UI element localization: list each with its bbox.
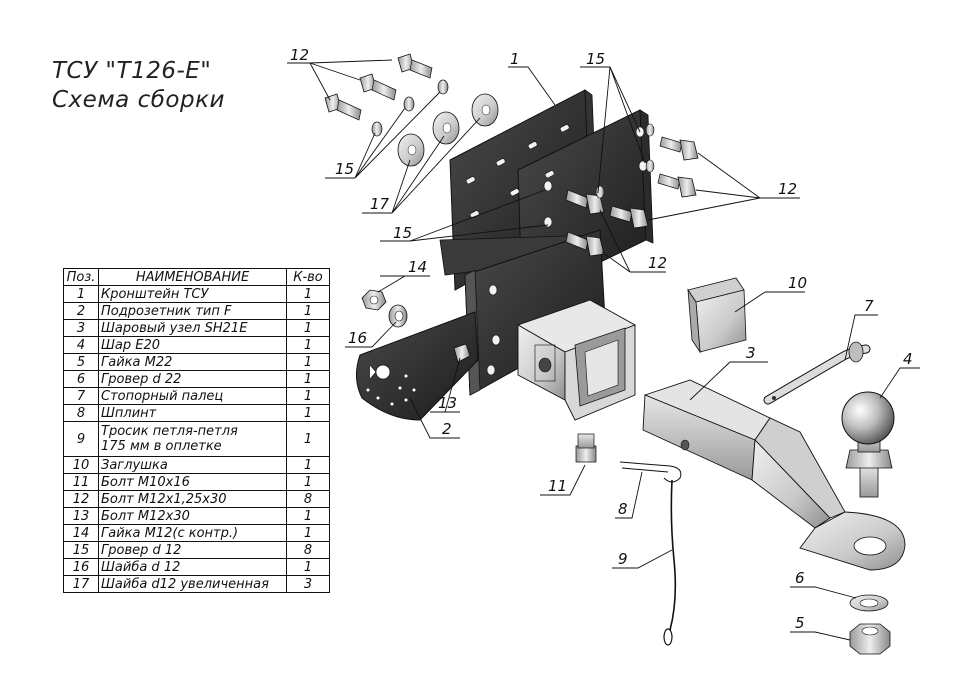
cell-pos: 9	[63, 421, 99, 457]
grover-part-15	[437, 79, 449, 95]
callout-5: 5	[795, 614, 805, 632]
grover-part-15	[403, 96, 415, 112]
bolt-part-13	[453, 343, 471, 363]
bolt-part-11	[575, 433, 597, 463]
tow-ball-part-4	[841, 391, 895, 498]
plug-part-10	[687, 277, 747, 354]
callout-1: 1	[510, 50, 520, 68]
grover-part-15	[371, 121, 383, 137]
bolt-set-upper-left	[324, 53, 499, 167]
callout-12-mid: 12	[648, 254, 667, 272]
drawing-title: ТСУ "Т126-Е"	[52, 58, 212, 84]
callout-8: 8	[618, 500, 628, 518]
callout-16: 16	[348, 329, 367, 347]
cell-qty: 1	[286, 421, 330, 457]
bolt-part-12	[324, 93, 362, 121]
cell-qty: 3	[286, 575, 330, 593]
callout-3: 3	[746, 344, 756, 362]
bolt-part-12	[565, 189, 605, 215]
drawing-subtitle: Схема сборки	[52, 87, 225, 113]
header-pos: Поз.	[63, 268, 99, 286]
callout-2: 2	[442, 420, 452, 438]
grover-part-6	[849, 594, 889, 612]
bolt-part-12	[565, 231, 605, 257]
callout-13: 13	[438, 394, 457, 412]
ball-mount-part-3	[642, 379, 906, 571]
nut-part-5	[849, 623, 891, 655]
cell-qty: 1	[286, 507, 330, 525]
callout-4: 4	[903, 350, 913, 368]
cell-name-line1: Тросик петля-петля	[101, 424, 238, 439]
washer-part-17	[471, 93, 499, 127]
callout-14: 14	[408, 258, 427, 276]
bolt-part-12	[659, 136, 699, 161]
socket-plate-part-2	[356, 311, 479, 421]
callout-17: 17	[370, 195, 390, 213]
locking-pin-part-7	[763, 341, 871, 405]
grover-part-15	[645, 159, 655, 173]
bill-of-materials-table: Поз. НАИМЕНОВАНИЕ К-во 1 Кронштейн ТСУ 1 2…	[63, 268, 330, 593]
callout-9: 9	[618, 550, 628, 568]
washer-part-16	[388, 304, 408, 328]
cell-name: Гровер d 22	[98, 370, 287, 388]
cell-name-line2: 175 мм в оплетке	[101, 439, 222, 454]
callouts: 12 1 15 15 17 15 12 12 14 16 10 7	[287, 46, 920, 641]
bolt-part-12	[397, 53, 433, 79]
grover-part-15	[645, 123, 655, 137]
washer-part-17	[397, 133, 425, 167]
bolt-part-12	[609, 205, 649, 229]
grover-part-15	[595, 185, 605, 199]
callout-12-top: 12	[290, 46, 309, 64]
callout-15-left: 15	[335, 160, 354, 178]
cell-pos: 13	[63, 507, 99, 525]
cell-qty: 1	[286, 353, 330, 371]
cell-name: Шайба d12 увеличенная	[98, 575, 287, 593]
cell-pos: 14	[63, 524, 99, 542]
cell-name: Гайка М22	[98, 353, 287, 371]
table-header-row: Поз. НАИМЕНОВАНИЕ К-во	[63, 268, 330, 286]
cotter-pin-part-8	[619, 461, 682, 483]
nut-part-14	[361, 289, 387, 311]
callout-6: 6	[795, 569, 805, 587]
bolt-part-12	[657, 173, 697, 198]
callout-7: 7	[864, 297, 874, 315]
cell-name: Кронштейн ТСУ	[98, 285, 287, 303]
cable-part-9	[663, 479, 677, 646]
cell-qty: 1	[286, 558, 330, 576]
cell-name: Подрозетник тип F	[98, 302, 287, 320]
callout-10: 10	[788, 274, 807, 292]
bolt-set-right	[565, 123, 699, 257]
bolt-part-12	[359, 73, 397, 101]
receiver-tube	[516, 299, 637, 421]
callout-11: 11	[548, 477, 567, 495]
callout-15-top: 15	[586, 50, 605, 68]
washer-part-17	[432, 111, 460, 145]
bracket-part-1	[439, 89, 654, 396]
callout-15-mid: 15	[393, 224, 412, 242]
callout-12-right: 12	[778, 180, 797, 198]
